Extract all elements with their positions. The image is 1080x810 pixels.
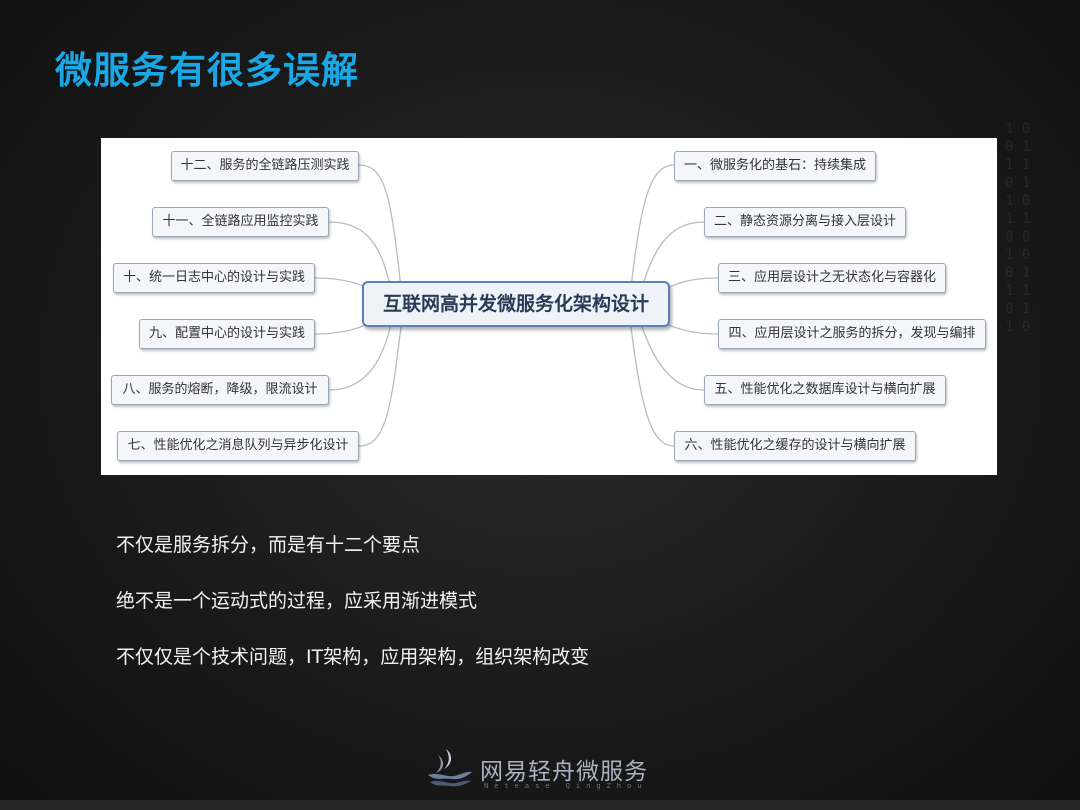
bottom-bar [0, 800, 1080, 810]
right-node-5: 五、性能优化之数据库设计与横向扩展 [704, 375, 946, 405]
bullet-item: 不仅是服务拆分，而是有十二个要点 [116, 534, 421, 556]
boat-wave-icon [428, 749, 472, 787]
right-node-3: 三、应用层设计之无状态化与容器化 [718, 263, 946, 293]
left-node-8: 八、服务的熔断，降级，限流设计 [111, 375, 329, 405]
brand-subtitle: Netease QingZhou [484, 782, 648, 790]
bullet-item: 绝不是一个运动式的过程，应采用渐进模式 [116, 590, 478, 612]
bullet-list: 不仅是服务拆分，而是有十二个要点 绝不是一个运动式的过程，应采用渐进模式 不仅仅… [116, 530, 589, 698]
right-node-6: 六、性能优化之缓存的设计与横向扩展 [674, 431, 916, 461]
left-node-9: 九、配置中心的设计与实践 [139, 319, 315, 349]
slide-title: 微服务有很多误解 [55, 49, 359, 92]
bullet-item: 不仅仅是个技术问题，IT架构，应用架构，组织架构改变 [116, 646, 590, 668]
brand-name: 网易轻舟微服务 [480, 759, 648, 785]
mind-map-diagram: 十二、服务的全链路压测实践 十一、全链路应用监控实践 十、统一日志中心的设计与实… [101, 138, 997, 475]
right-node-1: 一、微服务化的基石：持续集成 [674, 151, 876, 181]
footer-brand: 网易轻舟微服务 Netease QingZhou [424, 745, 664, 795]
left-node-10: 十、统一日志中心的设计与实践 [113, 263, 315, 293]
right-node-2: 二、静态资源分离与接入层设计 [704, 207, 906, 237]
left-node-11: 十一、全链路应用监控实践 [152, 207, 329, 237]
right-node-4: 四、应用层设计之服务的拆分，发现与编排 [718, 319, 986, 349]
left-node-12: 十二、服务的全链路压测实践 [171, 151, 359, 181]
background-code-decoration: 1 0 0 1 1 1 0 1 1 0 1 1 0 0 1 0 0 1 1 1 … [1005, 121, 1031, 335]
mind-map-center-node: 互联网高并发微服务化架构设计 [362, 281, 670, 327]
left-node-7: 七、性能优化之消息队列与异步化设计 [117, 431, 359, 461]
